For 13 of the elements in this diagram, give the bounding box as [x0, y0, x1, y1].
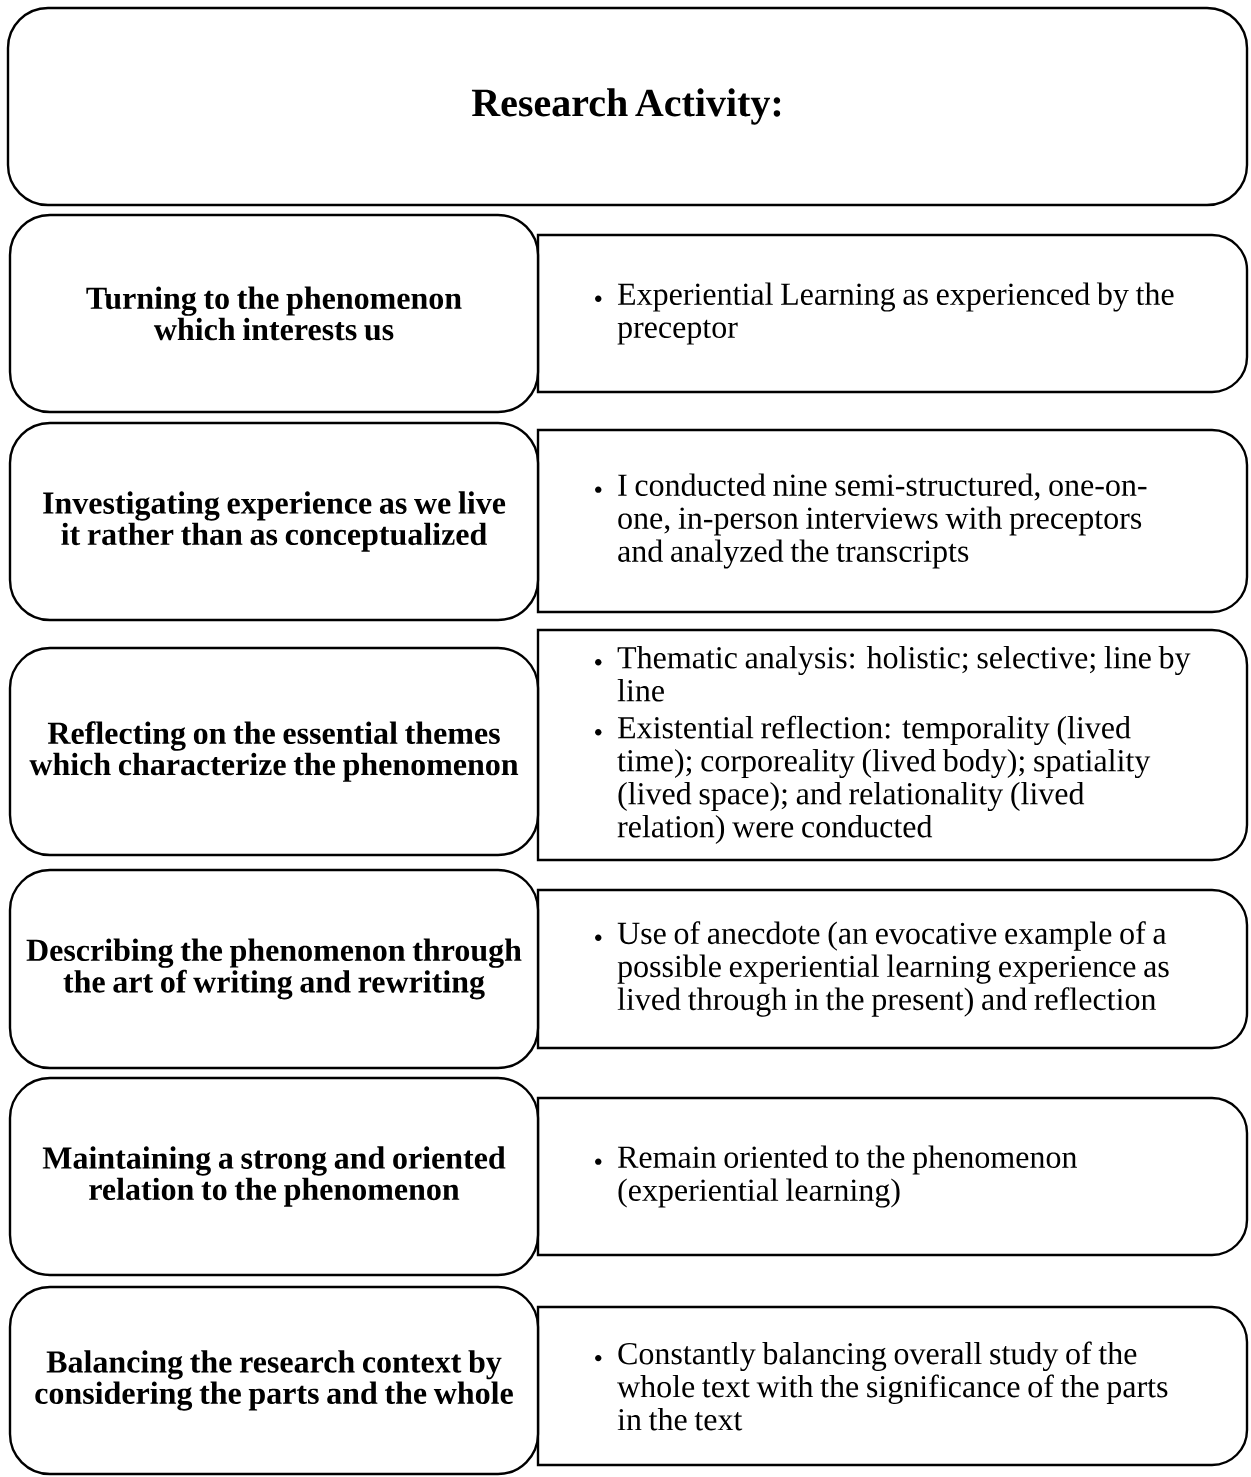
description-box: Use of anecdote (an evocative example of a possible experiential learning experience as lived through in the present) and reflection	[536, 888, 1249, 1050]
step-box: Maintaining a strong and oriented relation to the phenomenon	[8, 1076, 540, 1277]
description-box: I conducted nine semi-structured, one-on-one, in-person interviews with preceptors and analyzed the transcripts	[536, 428, 1249, 614]
step-box: Describing the phenomenon through the art of writing and rewriting	[8, 868, 540, 1070]
description-box: Constantly balancing overall study of the whole text with the significance of the parts in the text	[536, 1305, 1249, 1467]
step-box: Turning to the phenomenon which interests us	[8, 213, 540, 414]
step-box: Balancing the research context by considering the parts and the whole	[8, 1285, 540, 1476]
description-box: Experiential Learning as experienced by the preceptor	[536, 233, 1249, 394]
title-box: Research Activity:	[6, 6, 1249, 207]
step-box: Reflecting on the essential themes which characterize the phenomenon	[8, 646, 540, 857]
step-box: Investigating experience as we live it rather than as conceptualized	[8, 421, 540, 622]
description-box: Remain oriented to the phenomenon (experiential learning)	[536, 1096, 1249, 1257]
description-box: Thematic analysis: holistic; selective; line by line Existential reflection: temporality (lived time); corporeality (lived body); spatiality (lived space); and relationality (lived relation) were conducted	[536, 628, 1249, 862]
